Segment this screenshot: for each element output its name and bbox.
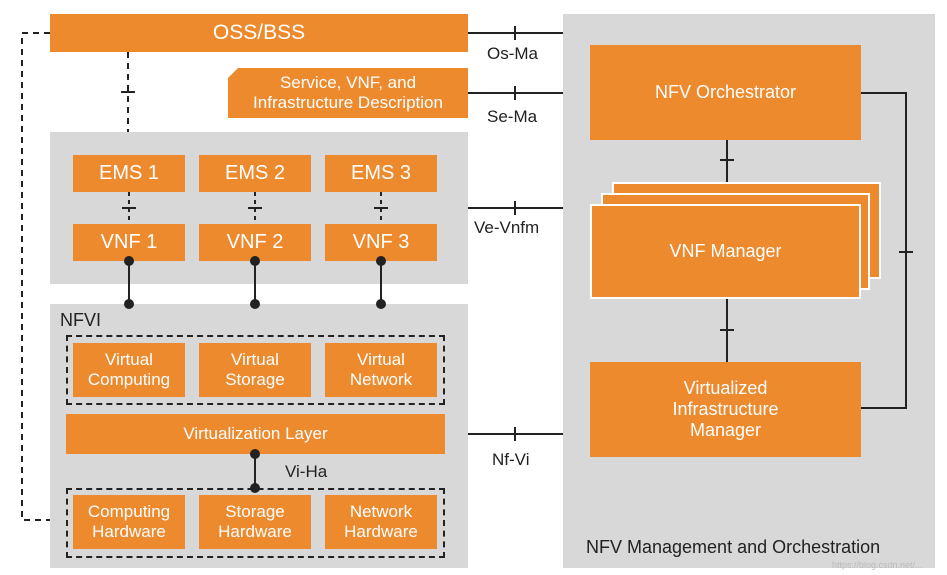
- virtual-resources-group: [66, 335, 445, 405]
- virtual-network-box: Virtual Network: [325, 343, 437, 397]
- virtual-storage-box: Virtual Storage: [199, 343, 311, 397]
- mano-label: NFV Management and Orchestration: [586, 537, 881, 557]
- se-ma-label: Se-Ma: [487, 107, 538, 126]
- ems-3-box: EMS 3: [325, 155, 437, 192]
- vi-ha-label: Vi-Ha: [285, 462, 328, 481]
- virtual-computing-box: Virtual Computing: [73, 343, 185, 397]
- ems-2-box: EMS 2: [199, 155, 311, 192]
- watermark-text: https://blog.csdn.net/...: [832, 560, 923, 570]
- vnf-3-box: VNF 3: [325, 224, 437, 261]
- network-hardware-box: Network Hardware: [325, 495, 437, 549]
- oss-bss-box: OSS/BSS: [50, 14, 468, 52]
- nf-vi-label: Nf-Vi: [492, 450, 530, 469]
- storage-hardware-box: Storage Hardware: [199, 495, 311, 549]
- vnf-2-box: VNF 2: [199, 224, 311, 261]
- computing-hardware-box: Computing Hardware: [73, 495, 185, 549]
- ems-1-box: EMS 1: [73, 155, 185, 192]
- service-description-box: Service, VNF, and Infrastructure Descrip…: [228, 68, 468, 118]
- os-ma-label: Os-Ma: [487, 44, 538, 63]
- oss-to-hardware-dashed-link: [21, 32, 50, 521]
- virtualization-layer-box: Virtualization Layer: [66, 414, 445, 454]
- nfvi-label: NFVI: [60, 310, 102, 330]
- nfv-orchestrator-box: NFV Orchestrator: [590, 45, 861, 140]
- vnf-1-box: VNF 1: [73, 224, 185, 261]
- ve-vnfm-label: Ve-Vnfm: [474, 218, 540, 237]
- vim-box: Virtualized Infrastructure Manager: [590, 362, 861, 457]
- vnf-manager-box: VNF Manager: [590, 204, 861, 299]
